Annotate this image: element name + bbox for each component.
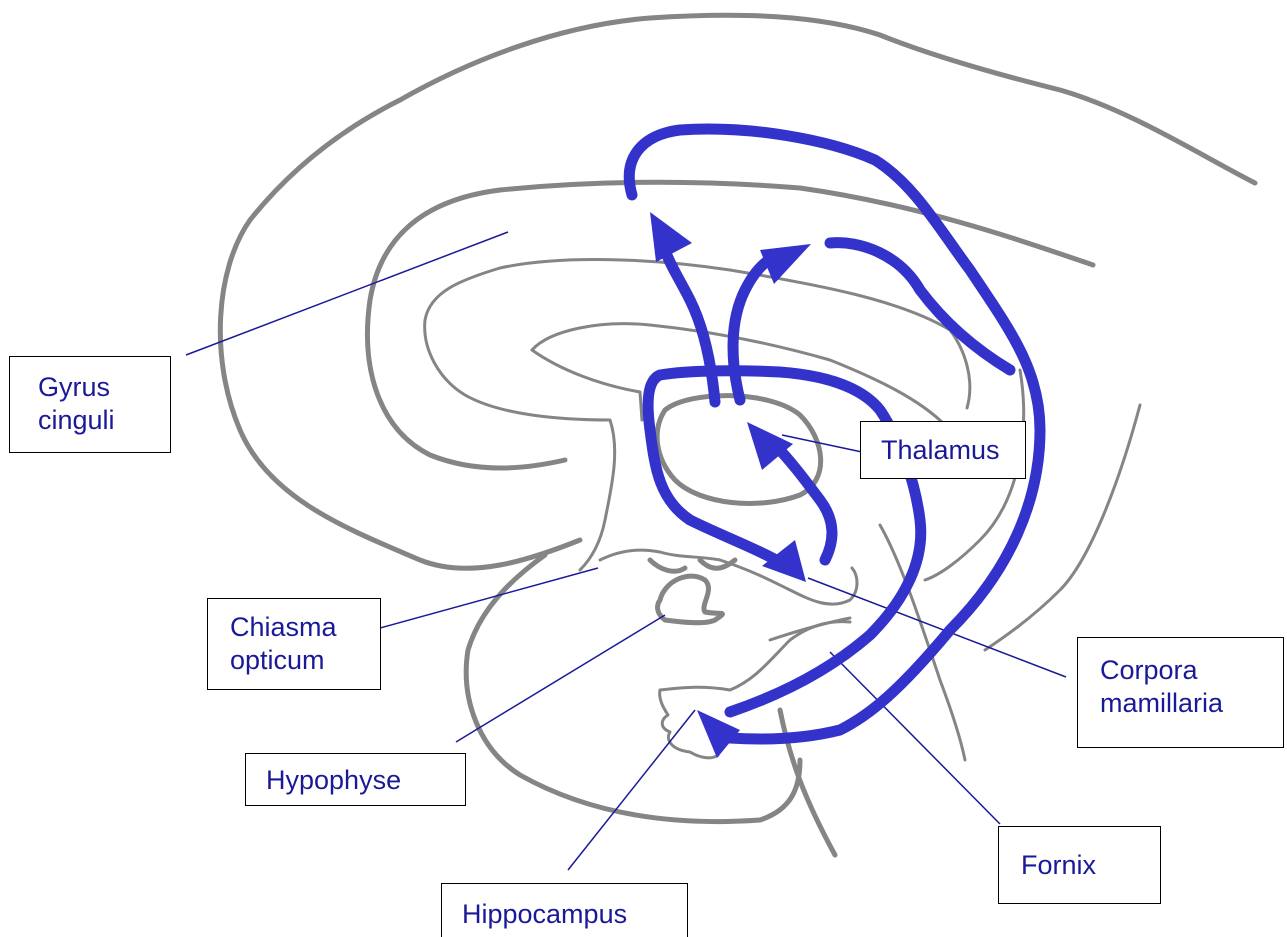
pointer-thalamus [782, 435, 862, 452]
label-gyrus-cinguli: Gyrus cinguli [9, 356, 171, 453]
pathway-cingulum-loop [733, 258, 772, 400]
arrowheads [650, 212, 811, 758]
pointer-hippocampus [568, 710, 695, 870]
label-hypophyse: Hypophyse [245, 753, 466, 806]
label-fornix-text: Fornix [1021, 849, 1160, 882]
label-thalamus: Thalamus [860, 421, 1026, 479]
pointer-corpora-mamillaria [808, 578, 1066, 677]
pointer-hypophyse [456, 615, 665, 742]
cortex-outline [220, 15, 1255, 568]
arrowhead-hippocampus [697, 710, 740, 758]
label-thalamus-text: Thalamus [881, 434, 1025, 467]
arrowhead-mamillaria [762, 540, 806, 582]
hypophyse-outline [658, 576, 723, 623]
label-chiasma-opticum-text: Chiasma opticum [230, 611, 380, 677]
label-hypophyse-text: Hypophyse [266, 764, 465, 797]
label-corpora-mamillaria-text: Corpora mamillaria [1100, 654, 1283, 720]
label-hippocampus-text: Hippocampus [462, 898, 687, 931]
thalamus-outline [657, 396, 821, 504]
hypothalamus-outline [600, 550, 857, 604]
pointer-fornix [830, 652, 1000, 824]
label-chiasma-opticum: Chiasma opticum [207, 598, 381, 690]
pathway-thalamus-to-cingulum [665, 250, 715, 402]
label-corpora-mamillaria: Corpora mamillaria [1077, 637, 1284, 748]
pointer-chiasma-opticum [380, 568, 598, 628]
label-gyrus-cinguli-text: Gyrus cinguli [38, 371, 170, 437]
label-fornix: Fornix [998, 826, 1161, 904]
pathway-cingulum-return [830, 243, 1010, 370]
fornix-outline [770, 618, 850, 640]
label-hippocampus: Hippocampus [441, 883, 688, 937]
